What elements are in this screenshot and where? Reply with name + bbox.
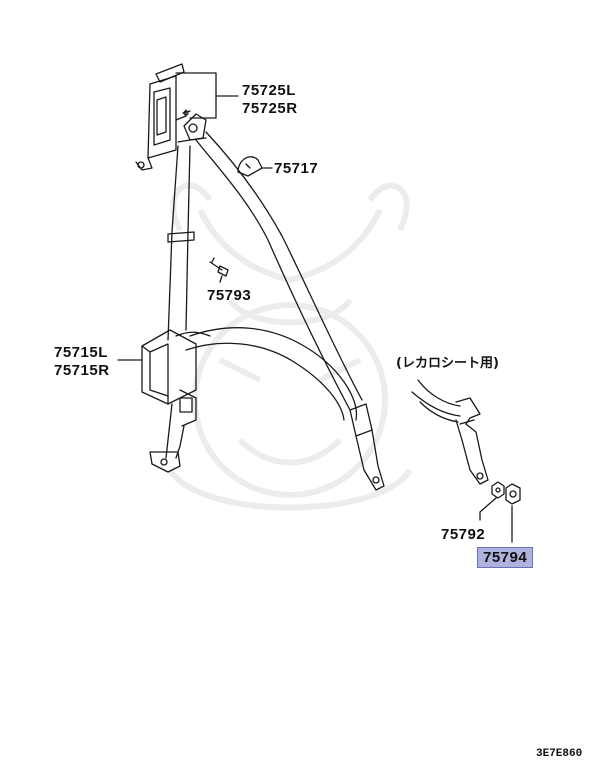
recaro-seat-note: (レカロシート用) [396, 356, 499, 371]
leader-75792 [479, 497, 497, 521]
part-number-75715l: 75715L [54, 344, 108, 361]
lines [117, 63, 521, 543]
shoulder-webbing [195, 131, 363, 411]
bolt-75793 [209, 257, 229, 277]
nut-75792 [491, 481, 505, 499]
part-number-75725l: 75725L [242, 82, 296, 99]
part-number-75715r: 75715R [54, 362, 110, 379]
callout-75725-bracket [175, 72, 217, 119]
clip-75717 [237, 156, 263, 177]
pillar-webbing [167, 145, 195, 341]
recaro-buckle [411, 379, 489, 485]
part-number-75725r: 75725R [242, 100, 298, 117]
part-number-75717: 75717 [274, 160, 319, 177]
nut-75794 [505, 483, 521, 505]
retractor [141, 329, 197, 473]
part-number-75794-highlighted[interactable]: 75794 [477, 547, 534, 568]
diagram-code: 3E7E860 [536, 748, 583, 760]
part-number-75792: 75792 [441, 526, 486, 543]
shoulder-anchor-adjuster [135, 63, 191, 171]
leader-75793 [219, 275, 223, 283]
tongue-plate [349, 403, 385, 491]
shoulder-pivot [177, 113, 207, 143]
part-number-75793: 75793 [207, 287, 252, 304]
watermark-emblem [167, 182, 413, 511]
